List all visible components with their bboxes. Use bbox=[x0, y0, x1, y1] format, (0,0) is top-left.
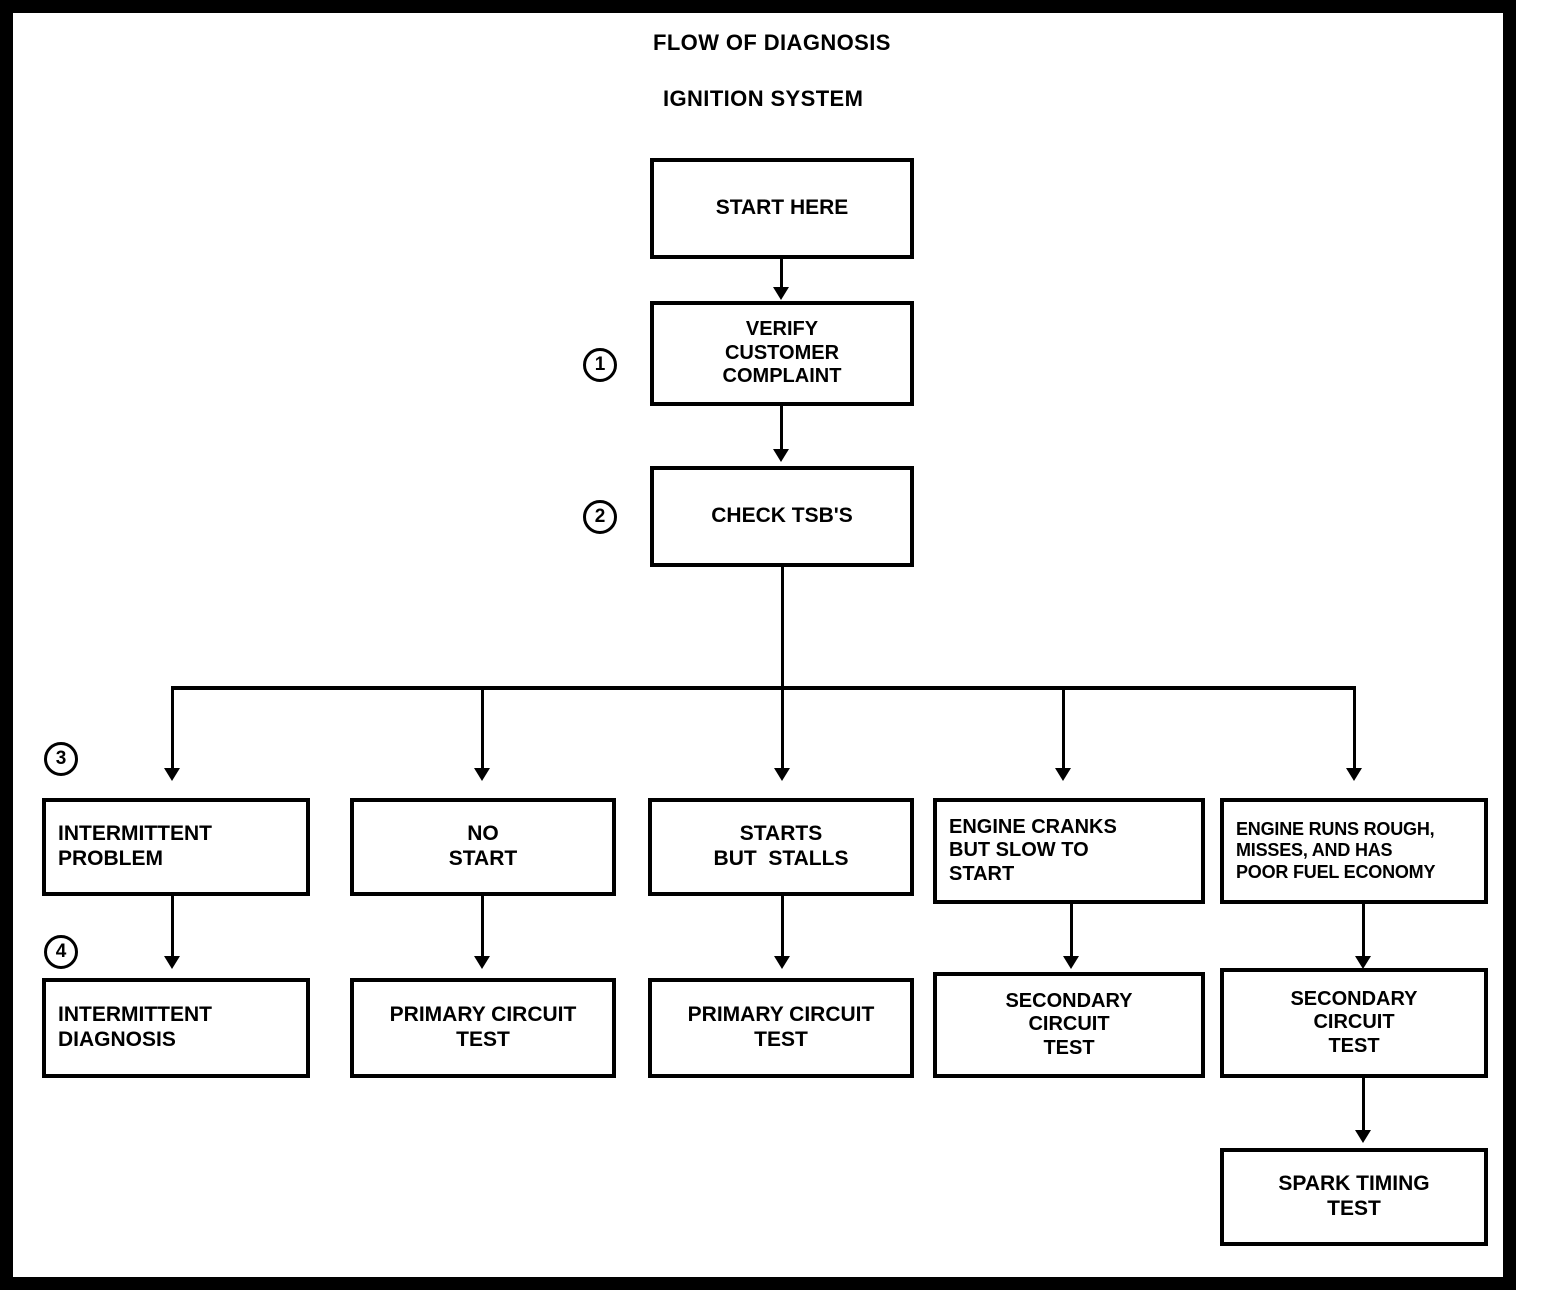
connector-secondary-to-spark-timing bbox=[1362, 1078, 1365, 1132]
node-line: CUSTOMER bbox=[724, 341, 840, 364]
branch-drop-2 bbox=[481, 686, 484, 770]
node-no-start[interactable]: NO START bbox=[350, 798, 616, 896]
node-line: TEST bbox=[456, 1028, 510, 1051]
arrowhead-branch-4 bbox=[1055, 768, 1071, 781]
connector-symptom4-to-test4 bbox=[1070, 904, 1073, 958]
step-marker-3: 3 bbox=[44, 742, 78, 776]
step-marker-1: 1 bbox=[583, 348, 617, 382]
node-line: NO bbox=[467, 822, 499, 846]
diagram-title-line-2: IGNITION SYSTEM bbox=[663, 86, 864, 111]
node-line: COMPLAINT bbox=[722, 365, 842, 388]
branch-drop-1 bbox=[171, 686, 174, 770]
node-verify-customer-complaint[interactable]: VERIFY CUSTOMER COMPLAINT bbox=[650, 301, 914, 406]
node-line: START bbox=[448, 847, 518, 870]
node-line: ENGINE RUNS ROUGH, bbox=[1236, 819, 1435, 840]
step-marker-2: 2 bbox=[583, 500, 617, 534]
connector-symptom3-to-test3 bbox=[781, 896, 784, 958]
node-line: TEST bbox=[1327, 1197, 1381, 1220]
node-line: SPARK TIMING bbox=[1278, 1172, 1430, 1196]
arrowhead-verify bbox=[773, 287, 789, 300]
node-engine-runs-rough[interactable]: ENGINE RUNS ROUGH, MISSES, AND HAS POOR … bbox=[1220, 798, 1488, 904]
node-line: STARTS bbox=[739, 822, 823, 846]
arrowhead-branch-1 bbox=[164, 768, 180, 781]
node-line: CIRCUIT bbox=[1313, 1011, 1395, 1034]
arrowhead-test-1 bbox=[164, 956, 180, 969]
node-line: TEST bbox=[1043, 1036, 1095, 1059]
node-line: BUT SLOW TO bbox=[949, 839, 1089, 862]
arrowhead-test-4 bbox=[1063, 956, 1079, 969]
node-line: CIRCUIT bbox=[1028, 1013, 1110, 1036]
branch-drop-3 bbox=[781, 686, 784, 770]
node-primary-circuit-test-2[interactable]: PRIMARY CIRCUIT TEST bbox=[648, 978, 914, 1078]
branch-drop-5 bbox=[1353, 686, 1356, 770]
arrowhead-check-tsbs bbox=[773, 449, 789, 462]
node-line: TEST bbox=[754, 1028, 808, 1051]
node-spark-timing-test[interactable]: SPARK TIMING TEST bbox=[1220, 1148, 1488, 1246]
node-intermittent-problem[interactable]: INTERMITTENT PROBLEM bbox=[42, 798, 310, 896]
node-line: SECONDARY bbox=[1290, 987, 1418, 1010]
node-line: START bbox=[949, 862, 1015, 885]
node-secondary-circuit-test-2[interactable]: SECONDARY CIRCUIT TEST bbox=[1220, 968, 1488, 1078]
node-line: MISSES, AND HAS bbox=[1236, 840, 1393, 861]
connector-start-to-verify bbox=[780, 259, 783, 289]
node-line: TEST bbox=[1328, 1034, 1380, 1057]
branch-drop-4 bbox=[1062, 686, 1065, 770]
connector-symptom1-to-test1 bbox=[171, 896, 174, 958]
node-start-here[interactable]: START HERE bbox=[650, 158, 914, 259]
node-line: BUT STALLS bbox=[713, 847, 849, 870]
node-line: VERIFY bbox=[745, 318, 819, 341]
node-starts-but-stalls[interactable]: STARTS BUT STALLS bbox=[648, 798, 914, 896]
node-primary-circuit-test-1[interactable]: PRIMARY CIRCUIT TEST bbox=[350, 978, 616, 1078]
node-secondary-circuit-test-1[interactable]: SECONDARY CIRCUIT TEST bbox=[933, 972, 1205, 1078]
step-marker-4: 4 bbox=[44, 935, 78, 969]
node-line: DIAGNOSIS bbox=[58, 1028, 176, 1051]
node-line: PRIMARY CIRCUIT bbox=[687, 1003, 875, 1027]
diagram-title-line-1: FLOW OF DIAGNOSIS bbox=[653, 30, 891, 55]
node-line: SECONDARY bbox=[1005, 989, 1133, 1012]
arrowhead-branch-5 bbox=[1346, 768, 1362, 781]
connector-tsbs-to-bus bbox=[781, 567, 784, 690]
node-line: PROBLEM bbox=[58, 847, 163, 870]
node-line: PRIMARY CIRCUIT bbox=[389, 1003, 577, 1027]
node-intermittent-diagnosis[interactable]: INTERMITTENT DIAGNOSIS bbox=[42, 978, 310, 1078]
arrowhead-test-3 bbox=[774, 956, 790, 969]
connector-verify-to-tsbs bbox=[780, 406, 783, 451]
arrowhead-test-5 bbox=[1355, 956, 1371, 969]
node-line: INTERMITTENT bbox=[58, 1003, 212, 1027]
node-line: INTERMITTENT bbox=[58, 822, 212, 846]
arrowhead-test-2 bbox=[474, 956, 490, 969]
node-check-tsbs[interactable]: CHECK TSB'S bbox=[650, 466, 914, 567]
node-line: ENGINE CRANKS bbox=[949, 815, 1117, 838]
node-line: START HERE bbox=[715, 196, 849, 220]
connector-symptom5-to-test5 bbox=[1362, 904, 1365, 958]
page-border-frame bbox=[0, 0, 1516, 1290]
arrowhead-branch-3 bbox=[774, 768, 790, 781]
node-line: POOR FUEL ECONOMY bbox=[1236, 861, 1436, 882]
arrowhead-branch-2 bbox=[474, 768, 490, 781]
connector-symptom2-to-test2 bbox=[481, 896, 484, 958]
branch-distribution-bus bbox=[171, 686, 1356, 690]
node-engine-cranks-slow-to-start[interactable]: ENGINE CRANKS BUT SLOW TO START bbox=[933, 798, 1205, 904]
node-line: CHECK TSB'S bbox=[711, 504, 853, 528]
arrowhead-spark-timing bbox=[1355, 1130, 1371, 1143]
